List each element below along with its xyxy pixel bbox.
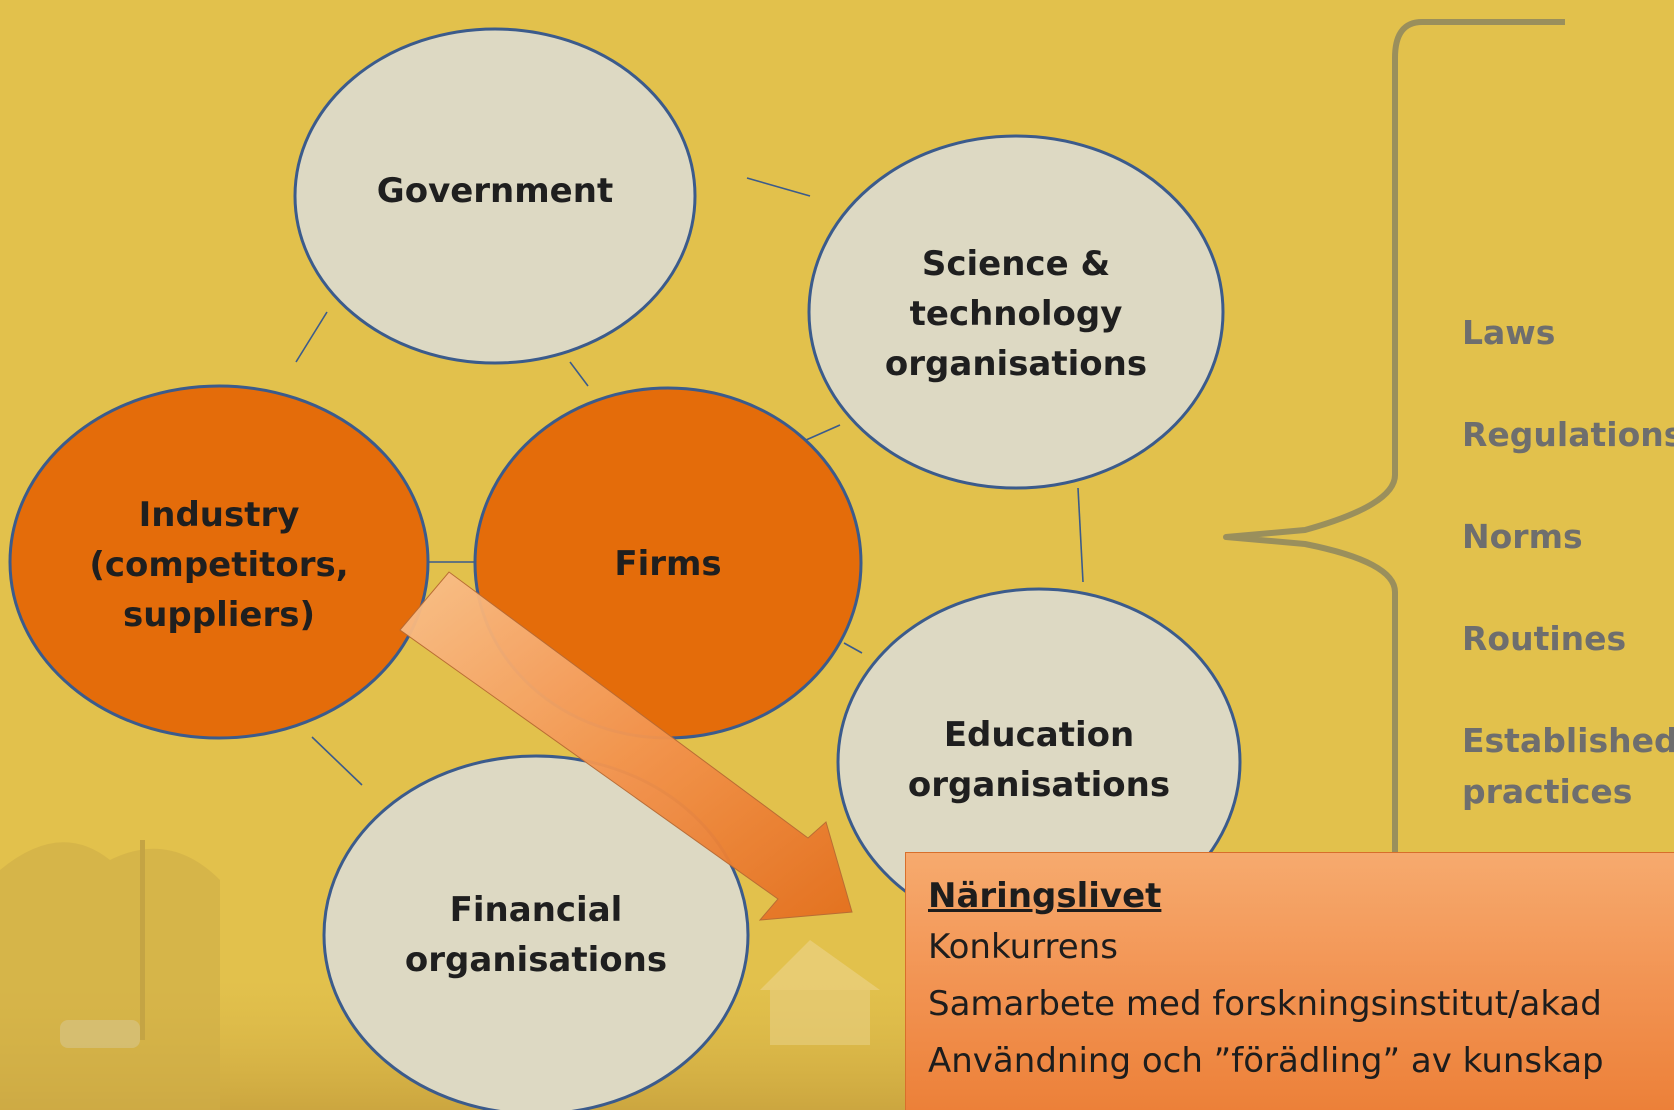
education-label: Education organisations xyxy=(907,715,1171,805)
utility-pole-shape xyxy=(140,840,145,1040)
government-node xyxy=(293,27,697,365)
diagonal-arrow xyxy=(399,571,853,921)
institution-laws: Laws xyxy=(1462,313,1556,352)
callout-line-konkurrens: Konkurrens xyxy=(928,927,1118,967)
connector-government-science xyxy=(746,177,811,197)
connector-government-firms xyxy=(569,361,589,387)
institutions-list: Laws Regulations Norms Routines Establis… xyxy=(1462,307,1674,868)
institution-established-practices: Established practices xyxy=(1462,721,1674,811)
government-label: Government xyxy=(376,171,614,211)
connector-firms-education xyxy=(843,642,863,654)
car-shape xyxy=(60,1020,140,1048)
roof-shape xyxy=(760,940,880,990)
tree-shape xyxy=(0,842,220,1110)
connector-government-industry xyxy=(295,311,328,363)
callout-line-samarbete: Samarbete med forskningsinstitut/akad xyxy=(928,984,1602,1024)
house-shape xyxy=(770,990,870,1045)
financial-node xyxy=(322,754,750,1110)
connector-science-firms xyxy=(805,424,841,441)
connector-science-education xyxy=(1077,487,1084,583)
firms-label: Firms xyxy=(614,544,722,584)
industry-label: Industry (competitors, suppliers) xyxy=(89,495,349,635)
financial-label: Financial organisations xyxy=(404,890,668,980)
industry-node xyxy=(8,384,430,740)
institution-regulations: Regulations xyxy=(1462,415,1674,454)
institution-routines: Routines xyxy=(1462,619,1627,658)
callout-line-anvandning: Användning och ”förädling” av kunskap xyxy=(928,1041,1604,1081)
callout-heading: Näringslivet xyxy=(928,876,1162,916)
science-technology-node xyxy=(807,134,1225,490)
connector-industry-financial xyxy=(311,736,363,786)
institution-norms: Norms xyxy=(1462,517,1583,556)
science-technology-label: Science & technology organisations xyxy=(884,244,1148,384)
naringslivet-callout: Näringslivet Konkurrens Samarbete med fo… xyxy=(905,852,1674,1110)
institutions-brace xyxy=(1223,19,1565,858)
